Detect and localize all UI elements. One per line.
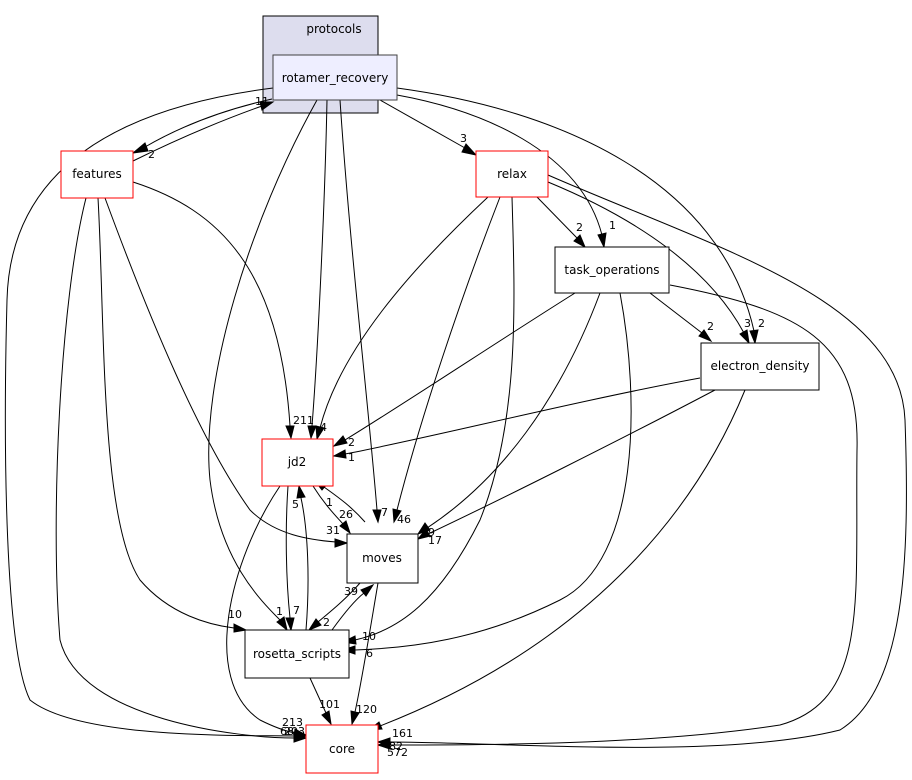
node-label: rosetta_scripts [253,647,341,661]
node-jd2[interactable]: jd2 [261,438,334,487]
edge-label: 2 [758,317,765,330]
edge-rotamer_recovery-jd2: 11 [300,99,328,440]
node-moves[interactable]: moves [346,533,419,584]
edge-label: 572 [387,746,408,759]
edge-task_operations-electron_density: 2 [649,292,714,343]
edge-rotamer_recovery-rosetta_scripts: 1 [208,99,318,632]
edge-label: 120 [356,703,377,716]
edge-electron_density-moves: 17 [416,389,716,547]
node-label: relax [497,167,527,181]
edge-label: 11 [255,95,269,108]
edge-label: 2 [707,320,714,333]
edge-label: 17 [428,534,442,547]
edge-label: 101 [319,698,340,711]
edge-label: 2 [293,414,300,427]
edge-electron_density-core: 161 [367,389,746,740]
edge-label: 161 [392,727,413,740]
edge-features-rosetta_scripts: 10 [97,197,248,633]
edge-label: 1 [276,605,283,618]
edge-label: 39 [344,585,358,598]
edge-relax-task_operations: 2 [536,196,587,249]
edge-features-core: 213 [55,197,308,743]
node-label: task_operations [564,263,659,277]
node-electron_density[interactable]: electron_density [700,342,820,391]
edge-label: 1 [326,496,333,509]
edge-label: 5 [292,498,299,511]
edge-label: 46 [397,513,411,526]
edge-label: 10 [228,608,242,621]
edge-label: 2 [348,436,355,449]
edge-jd2-rosetta_scripts: 7 [285,485,300,632]
edge-electron_density-jd2: 1 [332,377,701,464]
edge-label: 26 [339,508,353,521]
edge-label: 31 [326,524,340,537]
edge-label: 2 [576,221,583,234]
edge-rosetta_scripts-core: 101 [309,677,340,726]
edge-features-moves: 31 [104,197,349,548]
edge-task_operations-jd2: 2 [332,292,576,449]
edge-rotamer_recovery-moves: 7 [339,99,388,524]
edge-task_operations-moves: 9 [416,292,601,539]
node-core[interactable]: core [305,724,379,774]
edge-features-rotamer_recovery: 11 [132,95,275,162]
edge-rotamer_recovery-relax: 3 [379,99,478,156]
edge-label: 11 [300,414,314,427]
edge-label: 4 [320,421,327,434]
edge-label: 3 [460,132,467,145]
edge-task_operations-core: 82 [376,284,858,753]
node-label: electron_density [710,359,809,373]
edges: 2 11 3 1 2 11 [4,87,907,759]
edge-label: 7 [293,604,300,617]
edge-relax-moves: 46 [392,196,501,526]
node-label: features [72,167,122,181]
cluster-label: protocols [306,22,361,36]
edge-rosetta_scripts-jd2: 5 [292,484,309,631]
edge-relax-jd2: 4 [315,196,489,441]
edge-label: 82 [389,740,403,753]
node-rotamer_recovery[interactable]: rotamer_recovery [272,54,398,101]
node-rosetta_scripts[interactable]: rosetta_scripts [244,629,350,679]
edge-jd2-core: 203 [226,485,308,738]
node-label: moves [362,551,402,565]
node-label: core [329,742,355,756]
node-features[interactable]: features [60,150,134,199]
node-relax[interactable]: relax [475,150,549,198]
edge-jd2-moves: 26 [312,485,353,535]
node-label: rotamer_recovery [282,71,389,85]
edge-label: 7 [381,506,388,519]
edge-label: 213 [282,716,303,729]
edge-label: 1 [609,219,616,232]
edge-label: 2 [323,616,330,629]
edge-label: 3 [744,317,751,330]
edge-rotamer_recovery-task_operations: 1 [396,94,616,249]
edge-label: 2 [148,148,155,161]
node-label: jd2 [287,455,307,469]
edge-rotamer_recovery-features: 2 [131,98,273,161]
edge-moves-rosetta_scripts: 2 [307,582,361,632]
node-task_operations[interactable]: task_operations [554,246,670,294]
edge-label: 203 [284,725,305,738]
edge-label: 6 [366,647,373,660]
edge-rosetta_scripts-moves: 39 [331,583,375,631]
edge-label: 1 [348,451,355,464]
edge-moves-core: 120 [350,582,379,726]
edge-relax-core: 572 [376,174,907,759]
edge-features-jd2: 2 [132,181,300,440]
edge-rotamer_recovery-electron_density: 2 [396,87,765,345]
